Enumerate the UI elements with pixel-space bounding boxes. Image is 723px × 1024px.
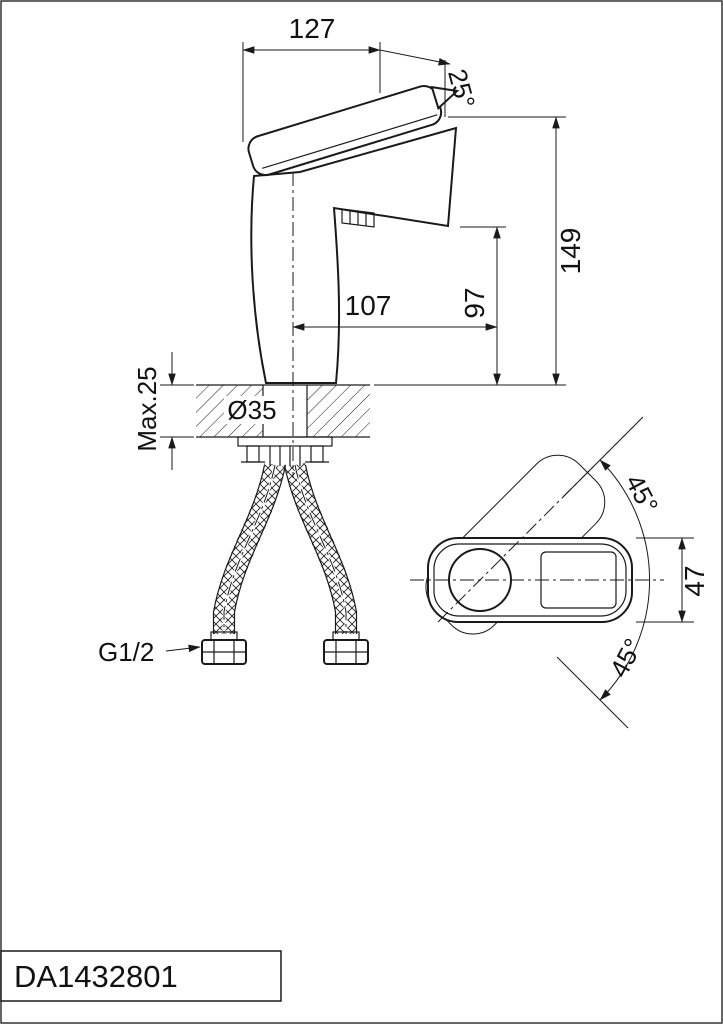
dim-spout-reach-group: 127 xyxy=(242,13,381,142)
hole-label-bg xyxy=(224,396,280,424)
hose-nut-right xyxy=(323,631,369,665)
hole-diameter-label: Ø35 xyxy=(227,395,276,425)
thread-label-group: G1/2 xyxy=(98,637,201,667)
faucet-handle xyxy=(247,84,460,177)
aerator xyxy=(341,208,375,228)
hose-nut-left xyxy=(201,631,247,665)
dim-body-reach-group: 107 xyxy=(292,290,498,331)
dim-97-label: 97 xyxy=(459,287,490,318)
dim-127-label: 127 xyxy=(289,13,336,44)
swing-arc xyxy=(599,459,651,701)
deck-hatch-right xyxy=(307,385,370,437)
angle-leg-lower xyxy=(556,656,629,729)
dim-max25-label: Max.25 xyxy=(132,366,162,451)
faucet-top-view: 45° 45° 47 xyxy=(410,416,710,729)
handle-top-inner-outline xyxy=(433,543,627,617)
mounting-deck xyxy=(196,384,370,438)
mounting-hardware xyxy=(237,436,333,466)
dim-45-upper-label: 45° xyxy=(619,469,664,518)
dim-107-label: 107 xyxy=(345,290,392,321)
faucet-front-view: Ø35 xyxy=(98,13,586,667)
dim-body-width-group: 47 xyxy=(636,537,710,623)
dim-47-label: 47 xyxy=(679,565,710,596)
dim-outlet-height-group: 97 xyxy=(459,226,506,386)
dim-45-lower-label: 45° xyxy=(604,633,649,682)
supply-hoses xyxy=(201,462,369,665)
topview-centerline-diagonal xyxy=(437,466,594,623)
dim-deck-thickness-group: Max.25 xyxy=(132,352,194,470)
title-block-box xyxy=(0,950,282,1002)
dim-25deg-label: 25° xyxy=(442,66,481,112)
dim-total-height-group: 149 xyxy=(374,116,586,386)
dim-149-label: 149 xyxy=(555,228,586,275)
faucet-body xyxy=(250,126,458,384)
handle-seam xyxy=(262,114,438,169)
title-block: DA1432801 xyxy=(0,950,282,1002)
dim-g12-label: G1/2 xyxy=(98,637,154,667)
part-number: DA1432801 xyxy=(14,959,178,994)
